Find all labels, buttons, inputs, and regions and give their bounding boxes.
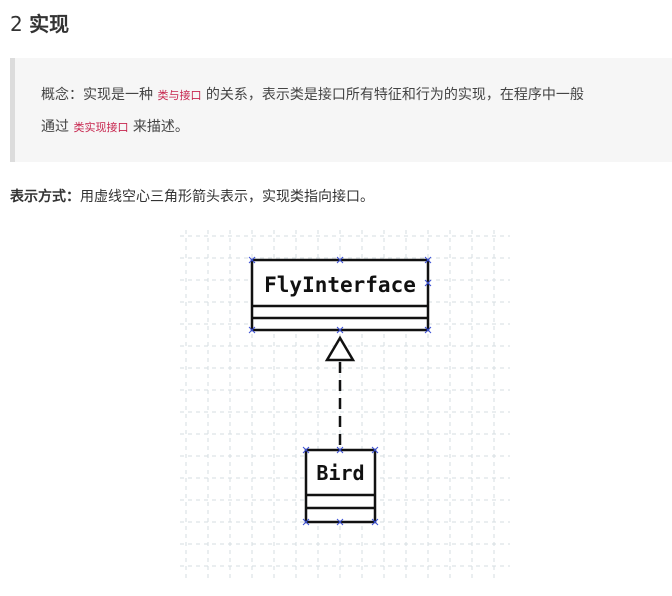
- notation-label: 表示方式：: [10, 189, 80, 205]
- concept-blockquote: 概念：实现是一种 类与接口 的关系，表示类是接口所有特征和行为的实现，在程序中一…: [10, 58, 672, 162]
- concept-code-class-interface: 类与接口: [157, 89, 202, 102]
- class-name: Bird: [316, 461, 364, 485]
- concept-text-prefix-2: 通过: [41, 119, 69, 135]
- concept-code-class-implements: 类实现接口: [73, 121, 129, 134]
- class-box-bird: Bird: [304, 448, 377, 524]
- notation-text: 用虚线空心三角形箭头表示，实现类指向接口。: [80, 189, 374, 205]
- realization-connector: [324, 335, 356, 449]
- concept-text-prefix: 概念：实现是一种: [41, 87, 153, 103]
- notation-paragraph: 表示方式：用虚线空心三角形箭头表示，实现类指向接口。: [10, 186, 374, 206]
- concept-text-suffix: 的关系，表示类是接口所有特征和行为的实现，在程序中一般: [205, 87, 584, 103]
- section-title: 2 实现: [10, 10, 69, 38]
- concept-line-1: 概念：实现是一种 类与接口 的关系，表示类是接口所有特征和行为的实现，在程序中一…: [41, 84, 584, 104]
- concept-text-suffix-2: 来描述。: [132, 119, 189, 135]
- hollow-triangle-arrowhead: [324, 335, 356, 362]
- section-number: 2: [10, 12, 23, 36]
- section-heading-text: 实现: [29, 12, 70, 36]
- uml-realization-diagram: FlyInterface Bird: [180, 230, 510, 580]
- selection-handles: [248, 256, 432, 526]
- concept-line-2: 通过 类实现接口 来描述。: [41, 116, 189, 136]
- interface-name: FlyInterface: [264, 273, 416, 297]
- interface-box-flyinterface: FlyInterface: [250, 258, 430, 332]
